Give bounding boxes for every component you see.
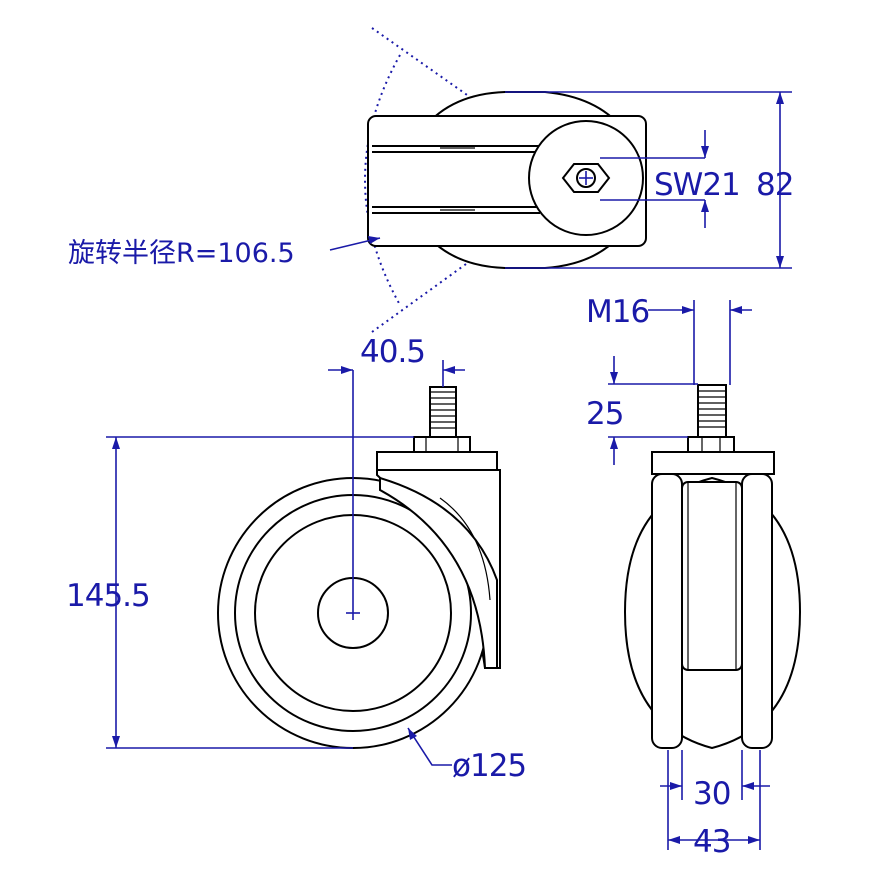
offset-label: 40.5 [360, 334, 425, 370]
front-tread [681, 481, 743, 671]
tread-outer-label: 43 [693, 824, 730, 860]
side-view: 40.5 145.5 ø125 [66, 334, 527, 784]
top-view: SW21 82 旋转半径R=106.5 [68, 27, 794, 333]
side-stem [429, 386, 457, 438]
front-view: M16 25 30 43 [586, 294, 802, 860]
rotation-ray-lower [371, 177, 586, 333]
stem-length-label: 25 [586, 396, 623, 432]
front-nut [687, 436, 735, 453]
front-stem [697, 384, 727, 438]
thread-label: M16 [586, 294, 649, 330]
front-fork-right [741, 473, 773, 749]
top-width-label: 82 [756, 167, 793, 203]
height-label: 145.5 [66, 578, 150, 614]
front-top-plate [651, 451, 775, 475]
hex-size-label: SW21 [654, 167, 740, 203]
front-fork-left [651, 473, 683, 749]
rotation-radius-label: 旋转半径R=106.5 [68, 238, 295, 269]
side-nut [413, 436, 471, 453]
side-top-plate [376, 451, 498, 471]
tread-inner-label: 30 [693, 776, 730, 812]
diameter-label: ø125 [452, 748, 526, 784]
